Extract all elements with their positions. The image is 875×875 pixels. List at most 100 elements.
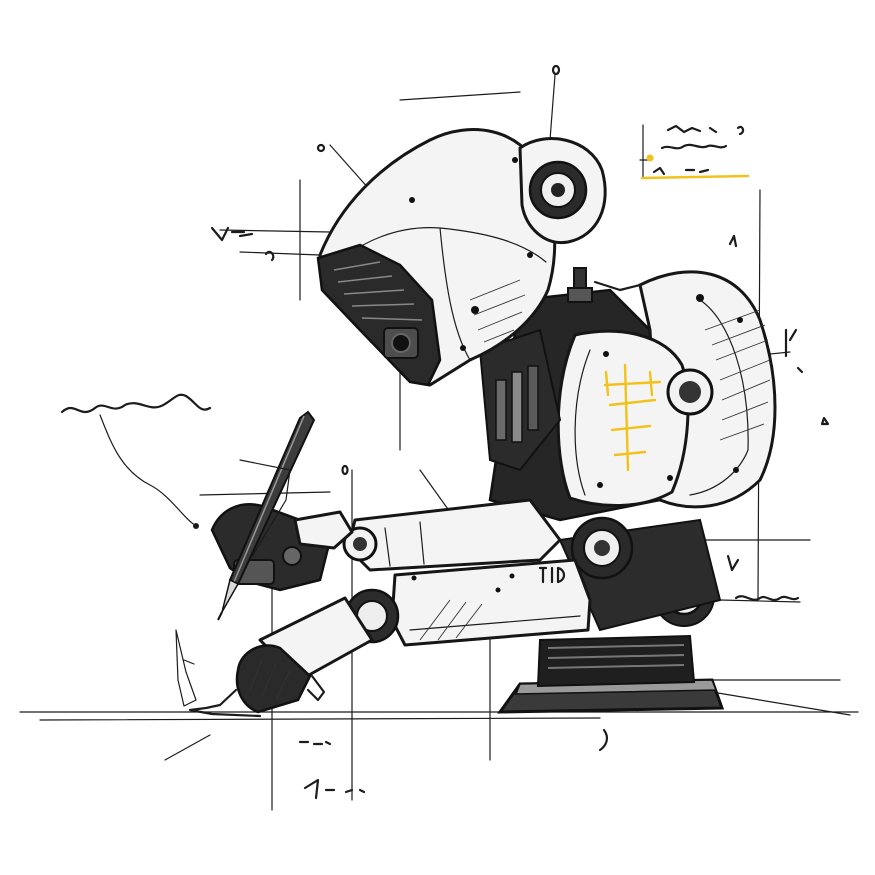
robot-neck <box>478 328 562 472</box>
accent-line <box>648 370 654 397</box>
accent-underline <box>640 174 750 180</box>
forearm-hatching <box>419 599 483 641</box>
shoulder-joint-center <box>679 381 701 403</box>
rivet <box>696 294 704 302</box>
paper-corner-sketch <box>183 659 195 665</box>
scribble-note <box>796 366 804 374</box>
scribble-note <box>660 143 728 150</box>
rivet <box>597 482 603 488</box>
hand-hatching <box>249 659 291 701</box>
accent-line <box>608 398 657 407</box>
rivet <box>512 157 518 163</box>
scribble-note <box>726 554 740 572</box>
guide-line <box>699 689 851 716</box>
pencil <box>217 410 316 621</box>
back-shell-shade-line <box>689 299 749 496</box>
wrist-cuff <box>293 510 354 550</box>
rivet <box>509 573 515 579</box>
scribble-dot <box>193 523 199 529</box>
guide-line <box>239 251 321 256</box>
upper-arm-seam <box>384 527 391 567</box>
scribble-note <box>598 728 609 752</box>
scribble-dot <box>341 464 349 476</box>
accent-line <box>604 370 610 397</box>
elbow-joint-center <box>353 537 367 551</box>
visor-grille <box>333 261 423 321</box>
scribble-note <box>820 416 830 426</box>
robot-shoulder <box>556 329 714 508</box>
base-ribs <box>547 644 685 669</box>
scribble-note <box>734 595 800 602</box>
scribble-note <box>303 778 366 800</box>
base-column <box>536 634 696 688</box>
robot-lower-arm <box>188 588 400 718</box>
pencil-frame-sketch <box>239 459 291 561</box>
scribble-note <box>264 250 275 262</box>
accent-line <box>610 424 652 432</box>
shoulder-plate <box>556 329 690 508</box>
guide-line <box>164 734 211 761</box>
back-shell-hatching <box>704 309 771 441</box>
rivet <box>733 467 739 473</box>
ground-line-2 <box>39 717 601 721</box>
head-joint-center <box>551 183 565 197</box>
neck-pistons <box>495 365 539 443</box>
pencil-lead <box>217 611 223 621</box>
accent-line <box>623 363 630 472</box>
pencil-highlight <box>233 415 305 583</box>
paper-corner-sketch <box>175 629 197 707</box>
rivet <box>737 317 743 323</box>
rivet <box>603 351 609 357</box>
upper-arm-seam <box>419 521 425 565</box>
scribble-leader-line <box>99 414 196 526</box>
top-valve-base <box>567 287 593 303</box>
robot-forearm <box>390 558 592 647</box>
scribble-note <box>666 124 745 136</box>
guide-line <box>549 74 556 141</box>
guide-line <box>329 144 371 191</box>
guide-line <box>719 599 801 603</box>
robot-base <box>497 634 725 714</box>
camera-lens <box>391 333 411 353</box>
scribble-note <box>210 226 254 242</box>
guide-line <box>399 91 521 101</box>
robot-head <box>316 128 607 387</box>
hand-thumb <box>306 674 326 702</box>
hand-fingers <box>188 688 262 718</box>
guide-line <box>219 229 331 233</box>
resting-hand <box>235 644 312 714</box>
scribble-note <box>784 328 798 358</box>
scribble-dot <box>551 64 561 76</box>
rivet <box>411 575 417 581</box>
rivet <box>460 345 466 351</box>
forearm-shell <box>390 558 592 647</box>
rivet <box>409 197 415 203</box>
head-shading <box>469 279 526 343</box>
forearm-seam <box>409 615 581 631</box>
scribble-note <box>60 393 212 414</box>
scribble-notes <box>60 64 830 800</box>
rivet <box>471 306 479 314</box>
forearm-marking <box>538 566 566 584</box>
gripper-bolt <box>282 546 302 566</box>
rivet <box>667 475 673 481</box>
accent-dot <box>646 154 654 162</box>
arm-shoulder-center <box>594 540 610 556</box>
shoulder-plate-edge <box>574 349 591 496</box>
pencil-tip <box>221 578 240 613</box>
rivet <box>495 587 501 593</box>
robot-upper-arm <box>342 498 634 580</box>
scribble-note <box>728 234 738 248</box>
robot-drawing-hand <box>210 410 354 621</box>
shoulder-yellow-marking <box>603 363 662 472</box>
scribble-dot <box>316 143 326 153</box>
rivet <box>527 252 533 258</box>
upper-arm-shell <box>346 498 562 572</box>
scribble-note <box>652 166 710 176</box>
scribble-note <box>298 740 332 746</box>
top-cable <box>593 280 642 292</box>
guide-line <box>199 491 331 496</box>
accent-line <box>613 450 647 457</box>
